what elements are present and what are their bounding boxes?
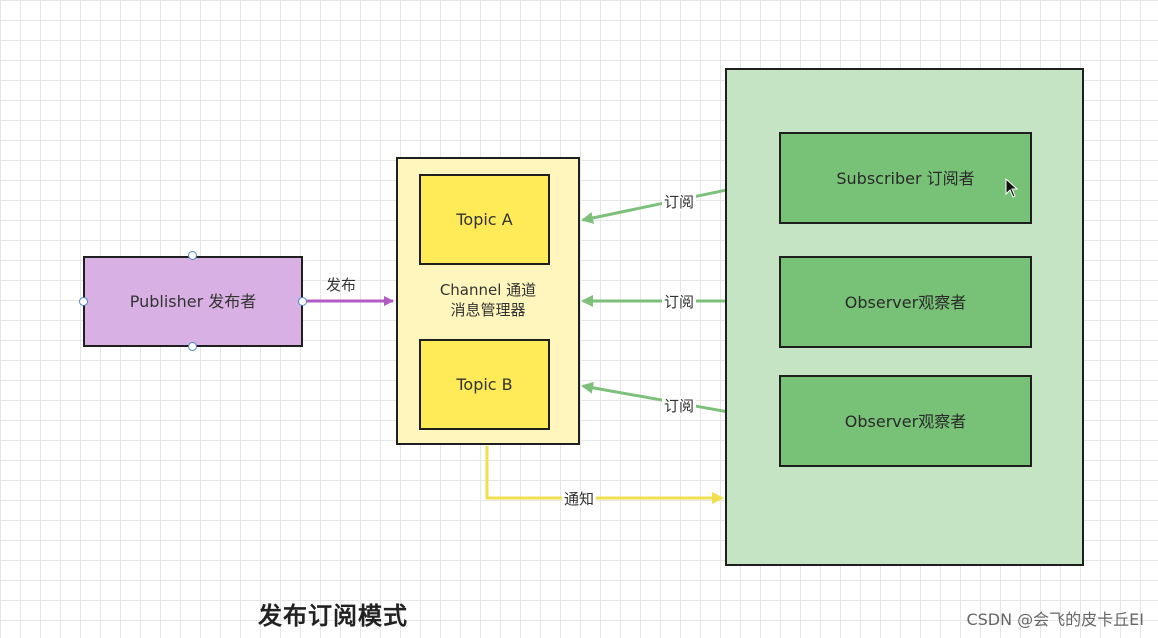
- handle-bottom[interactable]: [188, 342, 197, 351]
- topic-b-label: Topic B: [456, 375, 513, 394]
- handle-right[interactable]: [298, 297, 307, 306]
- publish-edge-label: 发布: [326, 276, 357, 294]
- watermark: CSDN @会飞的皮卡丘EI: [966, 610, 1144, 629]
- channel-label-line1: Channel 通道: [439, 281, 537, 299]
- notify-edge-label: 通知: [562, 490, 597, 508]
- handle-top[interactable]: [188, 251, 197, 260]
- subscribe-edge-label-3: 订阅: [662, 397, 697, 415]
- subscriber-node[interactable]: Subscriber 订阅者: [779, 132, 1032, 224]
- observer-node-1[interactable]: Observer观察者: [779, 256, 1032, 348]
- publisher-label: Publisher 发布者: [129, 292, 257, 311]
- topic-a-label: Topic A: [456, 210, 513, 229]
- channel-label-line2: 消息管理器: [450, 301, 526, 319]
- channel-label: Channel 通道 消息管理器: [396, 280, 580, 320]
- notify-arrow: [485, 446, 724, 504]
- mouse-pointer-icon: [1005, 178, 1019, 198]
- subscribe-edge-label-2: 订阅: [662, 293, 697, 311]
- observer-node-2[interactable]: Observer观察者: [779, 375, 1032, 467]
- subscriber-label: Subscriber 订阅者: [836, 168, 975, 188]
- handle-left[interactable]: [79, 297, 88, 306]
- subscribe-edge-label-1: 订阅: [662, 193, 697, 211]
- topic-a-node[interactable]: Topic A: [419, 174, 550, 265]
- publisher-node[interactable]: Publisher 发布者: [83, 256, 303, 347]
- topic-b-node[interactable]: Topic B: [419, 339, 550, 430]
- observer-label-2: Observer观察者: [844, 411, 967, 431]
- observer-label-1: Observer观察者: [844, 292, 967, 312]
- diagram-title: 发布订阅模式: [258, 602, 408, 630]
